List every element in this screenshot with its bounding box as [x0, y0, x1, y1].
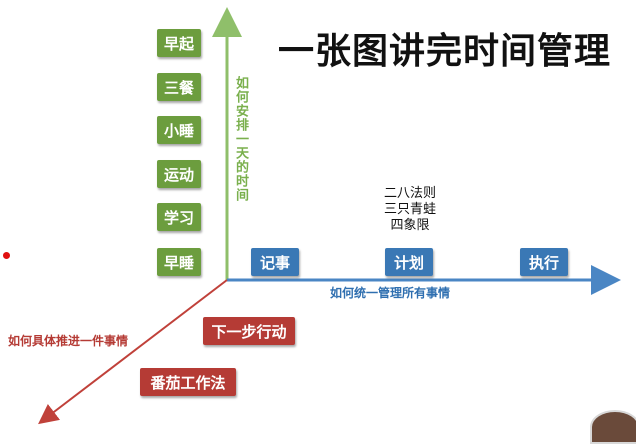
method-item: 二八法则	[383, 186, 436, 201]
blue-box-record: 记事	[251, 248, 299, 276]
green-box-early-sleep: 早睡	[157, 248, 201, 276]
green-box-early-rise: 早起	[157, 29, 201, 57]
axes	[38, 7, 621, 425]
methods-list: 二八法则 三只青蛙 四象限	[370, 186, 450, 234]
vertical-axis-label: 如何安排一天的时间	[233, 76, 248, 202]
blue-box-plan: 计划	[385, 248, 433, 276]
method-item: 三只青蛙	[383, 202, 436, 217]
method-item: 四象限	[390, 218, 430, 233]
green-box-nap: 小睡	[157, 116, 201, 144]
green-box-study: 学习	[157, 203, 201, 231]
green-box-exercise: 运动	[157, 160, 201, 188]
red-box-next-action: 下一步行动	[203, 317, 295, 345]
diagonal-axis-label: 如何具体推进一件事情	[8, 334, 129, 348]
red-box-pomodoro: 番茄工作法	[140, 368, 236, 396]
blue-box-execute: 执行	[520, 248, 568, 276]
diagonal-axis-line	[38, 279, 228, 425]
red-dot-marker	[3, 252, 10, 259]
avatar	[590, 410, 636, 444]
green-box-meals: 三餐	[157, 73, 201, 101]
page-title: 一张图讲完时间管理	[278, 31, 612, 72]
horizontal-axis-label: 如何统一管理所有事情	[330, 286, 451, 300]
diagram-canvas: 一张图讲完时间管理 早起 三餐 小睡 运动 学习 早睡 如何安排一天的时间 记事…	[3, 7, 636, 444]
